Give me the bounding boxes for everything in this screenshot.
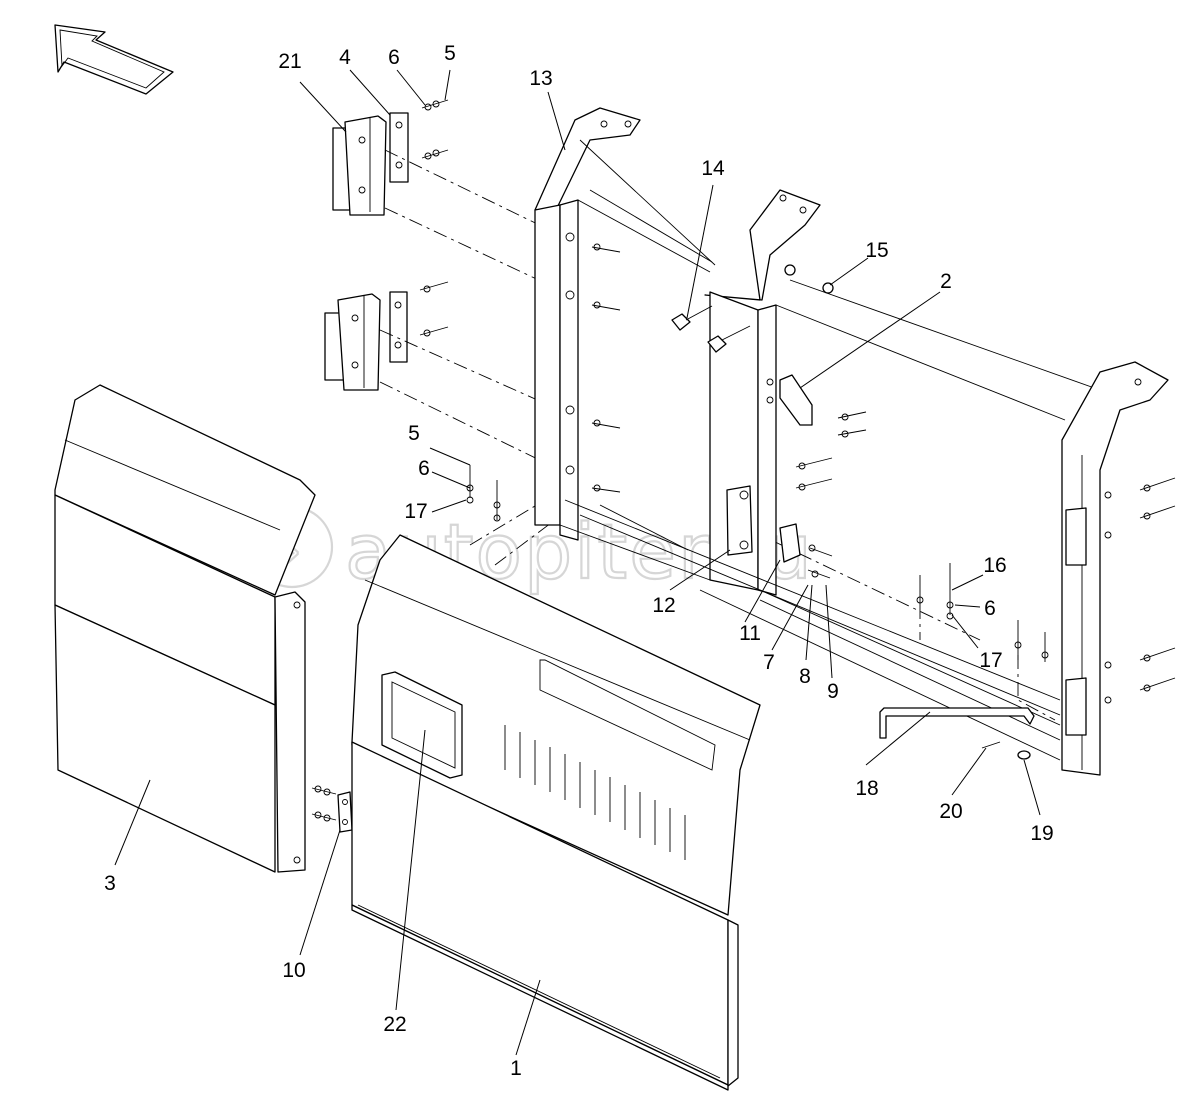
callout-20: 20	[939, 800, 962, 823]
callout-18: 18	[855, 777, 878, 800]
hinge-upper	[332, 112, 409, 216]
callout-2: 2	[940, 270, 952, 293]
callout-13: 13	[529, 67, 552, 90]
washer	[1017, 750, 1031, 760]
callout-14: 14	[701, 157, 725, 180]
rod	[879, 707, 1035, 739]
callout-5: 5	[408, 422, 420, 445]
callout-16: 16	[983, 554, 1006, 577]
callout-1: 1	[510, 1057, 522, 1080]
leader-lines	[114, 69, 1041, 1056]
callout-4: 4	[339, 46, 351, 69]
callout-5: 5	[444, 42, 456, 65]
callout-19: 19	[1030, 822, 1053, 845]
hinge-lower	[324, 281, 449, 391]
main-frame	[534, 107, 1169, 776]
callout-labels: 21 4 6 5 13 14 15 2 5 6 17 12 11 7 8 9 1…	[104, 42, 1054, 1080]
callout-7: 7	[763, 651, 775, 674]
callout-6: 6	[418, 457, 430, 480]
callout-10: 10	[282, 959, 305, 982]
callout-3: 3	[104, 872, 116, 895]
callout-6: 6	[388, 46, 400, 69]
callout-17: 17	[979, 649, 1002, 672]
callout-8: 8	[799, 665, 811, 688]
alignment-lines	[379, 149, 1056, 721]
callout-21: 21	[278, 50, 301, 73]
callout-12: 12	[652, 594, 675, 617]
callout-17: 17	[404, 500, 427, 523]
callout-6: 6	[984, 597, 996, 620]
side-panel-left	[54, 384, 316, 873]
front-door-panel	[351, 534, 761, 1091]
callout-22: 22	[383, 1013, 406, 1036]
hinge-piece	[311, 785, 353, 833]
callout-9: 9	[827, 680, 839, 703]
direction-arrow-icon	[54, 24, 174, 95]
frame-bolts	[466, 243, 1176, 692]
bolt-set-upper	[421, 99, 449, 160]
callout-11: 11	[739, 622, 761, 645]
callout-15: 15	[865, 239, 888, 262]
